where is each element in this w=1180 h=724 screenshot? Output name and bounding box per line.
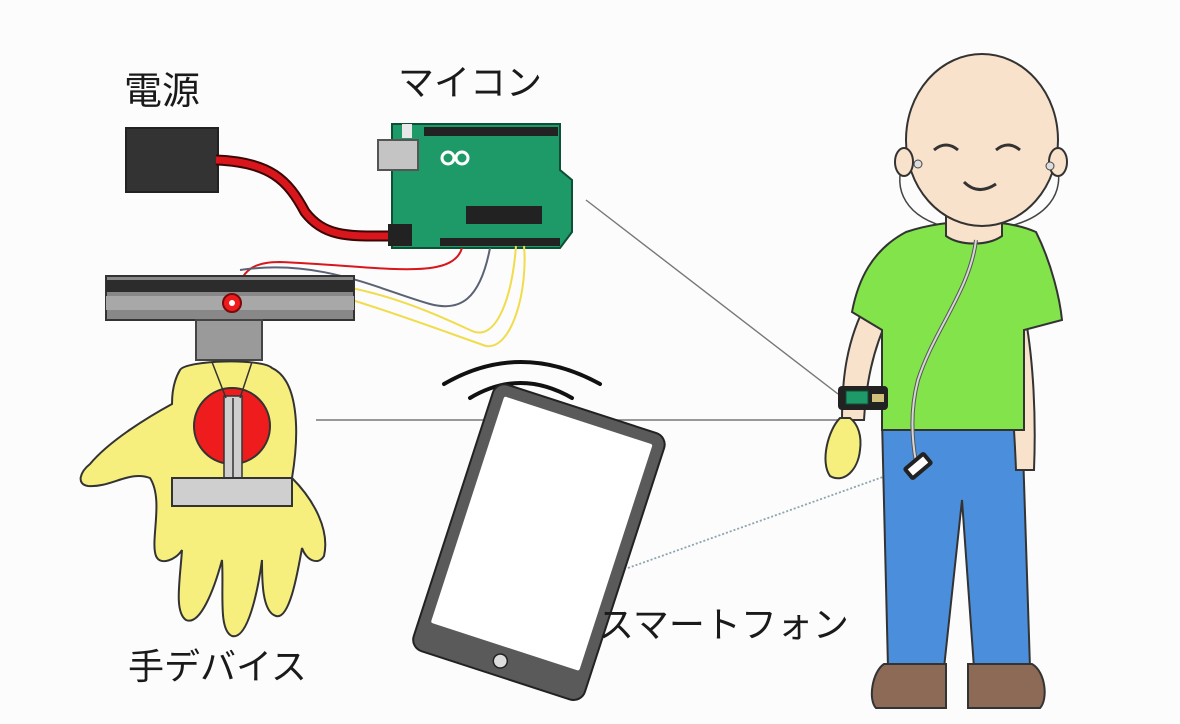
power-cable [215,156,393,240]
wrist-band-device [838,386,888,410]
power-jack [388,224,412,246]
left-shoe [870,663,947,709]
connector-phone-to-earphone [627,467,909,569]
person-figure [824,53,1068,709]
power-supply-box [125,127,219,193]
head [905,53,1059,227]
microcontroller-label: マイコン [398,63,543,104]
power-supply-label: 電源 [124,69,201,113]
pin-header-top [424,127,558,136]
chip [466,206,542,224]
smartphone-device [412,383,666,701]
hand-device-rail [105,275,355,361]
right-earphone [1045,161,1055,171]
hand-actuator [171,361,293,507]
reset-button [402,124,412,138]
usb-port [377,139,419,171]
power-cable-outline [215,154,393,242]
left-earphone [913,159,923,169]
pants [880,419,1032,669]
right-shoe [967,663,1046,709]
microcontroller-board [377,123,573,249]
home-button-icon [492,653,509,669]
worn-glove [824,417,862,480]
smartphone-label: スマートフォン [598,605,849,646]
connector-mcu-to-wrist [585,199,839,395]
pin-header-bottom [440,238,560,246]
body-receiver [903,452,933,480]
hand-device-label: 手デバイス [128,647,307,688]
infinity-logo-icon [440,150,470,166]
